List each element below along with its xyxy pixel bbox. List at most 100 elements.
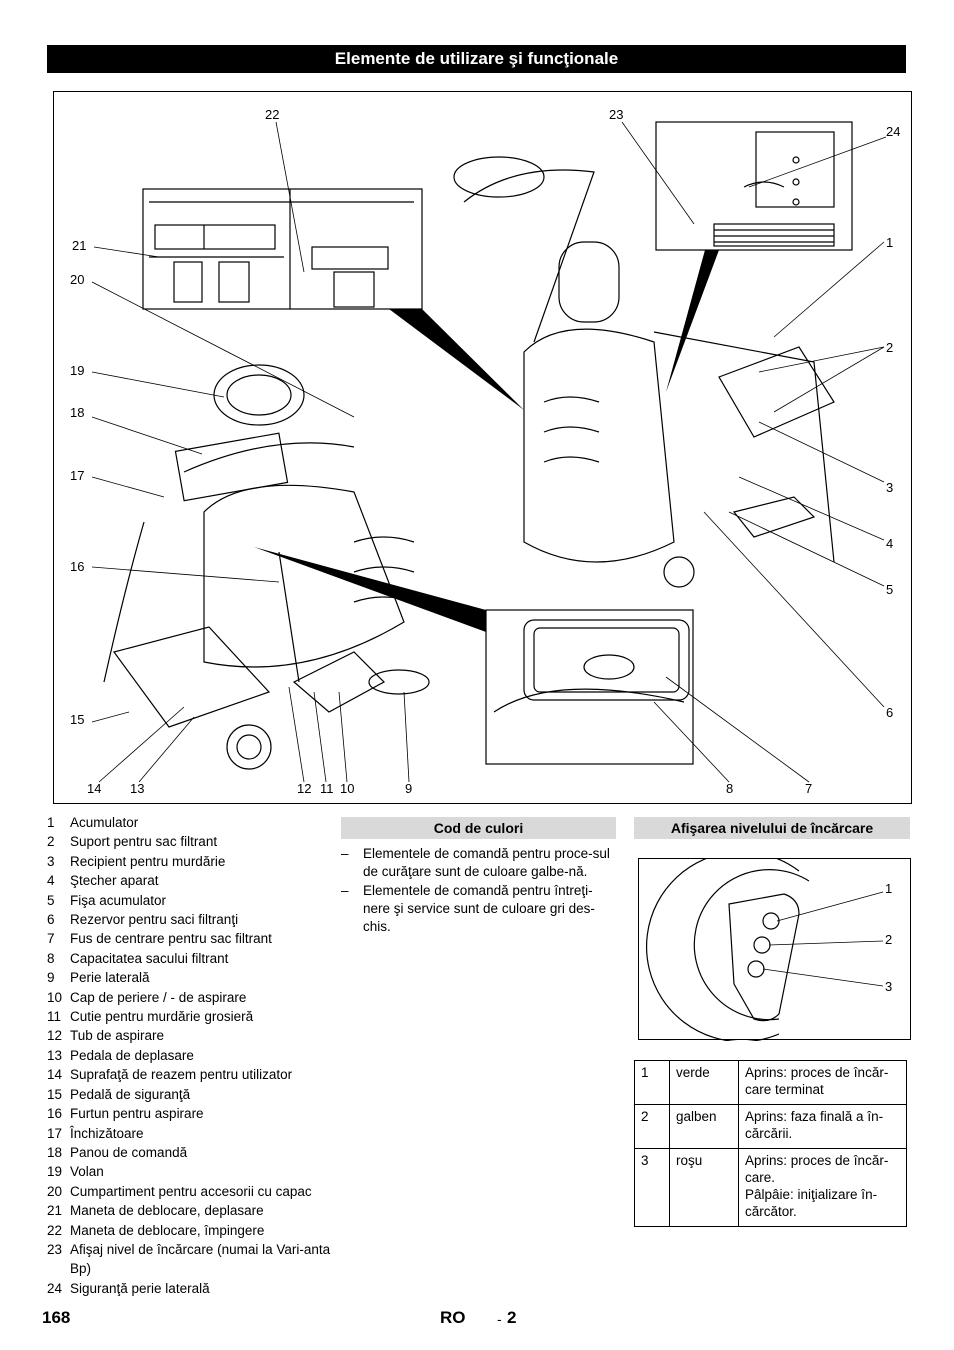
legend-number: 22 (47, 1222, 63, 1238)
legend-item: 20 Cumpartiment pentru accesorii cu capac (47, 1182, 337, 1201)
callout-20: 20 (70, 272, 85, 287)
callout-7: 7 (805, 781, 813, 796)
callout-19: 19 (70, 363, 85, 378)
callout-18: 18 (70, 405, 85, 420)
legend-item: 24 Siguranţă perie laterală (47, 1279, 337, 1298)
list-item-text: Elementele de comandă pentru proce-sul d… (363, 846, 610, 879)
legend-number: 8 (47, 950, 55, 966)
legend-item: 10 Cap de periere / - de aspirare (47, 988, 337, 1007)
legend-text: Siguranţă perie laterală (70, 1280, 210, 1296)
callout-13: 13 (130, 781, 145, 796)
legend-item: 3 Recipient pentru murdărie (47, 852, 337, 871)
callout-6: 6 (886, 705, 894, 720)
legend-text: Fus de centrare pentru sac filtrant (70, 931, 272, 947)
legend-item: 1 Acumulator (47, 813, 337, 832)
legend-item: 15 Pedală de siguranţă (47, 1085, 337, 1104)
legend-number: 1 (47, 815, 55, 830)
table-cell: 2 (634, 1104, 670, 1149)
legend-item: 13 Pedala de deplasare (47, 1046, 337, 1065)
table-row: 3 roşu Aprins: proces de încăr-care. Pâl… (634, 1148, 907, 1227)
legend-text: Acumulator (70, 815, 139, 830)
callout-8: 8 (726, 781, 734, 796)
callout-1: 1 (886, 235, 894, 250)
legend-number: 15 (47, 1086, 63, 1102)
table-cell: roşu (669, 1148, 739, 1227)
legend-number: 4 (47, 873, 55, 889)
legend-text: Cutie pentru murdărie grosieră (70, 1009, 254, 1025)
table-cell: Aprins: proces de încăr-care terminat (738, 1060, 907, 1105)
page-number: 168 (42, 1308, 71, 1327)
dash-bullet: – (341, 846, 349, 861)
callout-23: 23 (609, 107, 624, 122)
legend-text: Perie laterală (70, 970, 150, 986)
section-title: Elemente de utilizare şi funcţionale (47, 45, 906, 73)
legend-text: Maneta de deblocare, deplasare (70, 1203, 264, 1219)
legend-text: Recipient pentru murdărie (70, 853, 226, 869)
language-code: RO (440, 1308, 466, 1327)
table-cell: 3 (634, 1148, 670, 1227)
table-cell: 1 (634, 1060, 670, 1105)
legend-number: 5 (47, 892, 55, 908)
legend-text: Ştecher aparat (70, 873, 159, 889)
legend-number: 11 (47, 1009, 62, 1025)
legend-number: 21 (47, 1203, 63, 1219)
legend-text: Cumpartiment pentru accesorii cu capac (70, 1183, 312, 1199)
legend-item: 11 Cutie pentru murdărie grosieră (47, 1007, 337, 1026)
callout-2: 2 (886, 340, 894, 355)
legend-text: Pedala de deplasare (70, 1047, 194, 1063)
gauge-callout-1: 1 (885, 881, 893, 896)
table-cell: galben (669, 1104, 739, 1149)
gauge-callout-3: 3 (885, 979, 893, 994)
legend-text: Închizătoare (70, 1125, 144, 1141)
color-code-list: – Elementele de comandă pentru proce-sul… (341, 845, 616, 937)
legend-number: 7 (47, 931, 55, 947)
legend-item: 21 Maneta de deblocare, deplasare (47, 1201, 337, 1220)
legend-item: 22 Maneta de deblocare, împingere (47, 1221, 337, 1240)
legend-text: Furtun pentru aspirare (70, 1106, 204, 1122)
legend-item: 5 Fişa acumulator (47, 891, 337, 910)
callout-12: 12 (297, 781, 312, 796)
legend-number: 18 (47, 1144, 63, 1160)
dash-bullet: – (341, 883, 349, 898)
legend-number: 13 (47, 1047, 63, 1063)
legend-number: 2 (47, 834, 55, 850)
legend-text: Fişa acumulator (70, 892, 167, 908)
legend-item: 8 Capacitatea sacului filtrant (47, 949, 337, 968)
legend-number: 20 (47, 1183, 63, 1199)
list-item: – Elementele de comandă pentru proce-sul… (341, 845, 616, 881)
legend-number: 16 (47, 1106, 63, 1122)
gauge-callout-2: 2 (885, 932, 893, 947)
legend-text: Maneta de deblocare, împingere (70, 1222, 265, 1238)
charge-indicator-illustration (646, 859, 884, 1041)
legend-text: Cap de periere / - de aspirare (70, 989, 247, 1005)
color-code-heading: Cod de culori (341, 817, 616, 839)
legend-text: Pedală de siguranţă (70, 1086, 191, 1102)
list-item: – Elementele de comandă pentru întreţi-n… (341, 882, 616, 936)
legend-number: 17 (47, 1125, 63, 1141)
legend-text: Tub de aspirare (70, 1028, 165, 1044)
legend-number: 12 (47, 1028, 63, 1044)
legend-item: 16 Furtun pentru aspirare (47, 1104, 337, 1123)
legend-number: 3 (47, 853, 55, 869)
callout-16: 16 (70, 559, 85, 574)
legend-item: 7 Fus de centrare pentru sac filtrant (47, 929, 337, 948)
legend-number: 24 (47, 1280, 63, 1296)
table-cell: Aprins: faza finală a în-cărcării. (738, 1104, 907, 1149)
callout-17: 17 (70, 468, 85, 483)
footer-separator: - (497, 1311, 502, 1327)
legend-text: Suprafaţă de reazem pentru utilizator (70, 1067, 293, 1083)
legend-text: Capacitatea sacului filtrant (70, 950, 229, 966)
legend-text: Rezervor pentru saci filtranţi (70, 912, 239, 928)
legend-number: 10 (47, 989, 63, 1005)
table-cell: verde (669, 1060, 739, 1105)
callout-21: 21 (72, 238, 87, 253)
callout-24: 24 (886, 124, 901, 139)
legend-item: 17 Închizătoare (47, 1124, 337, 1143)
